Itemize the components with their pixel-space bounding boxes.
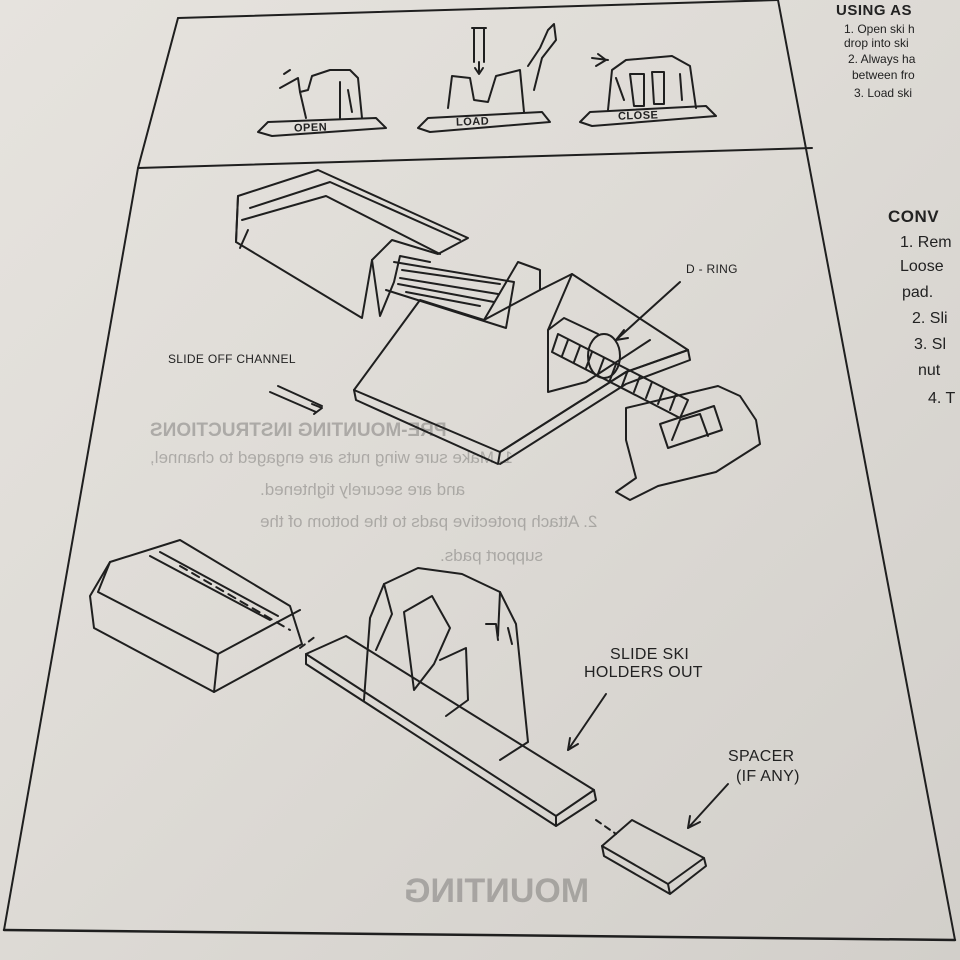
bleed-heading: PRE-MOUNTING INSTRUCTIONS <box>150 420 447 441</box>
conv-line-7: 4. T <box>928 390 956 407</box>
conv-line-6: nut <box>918 362 941 379</box>
conv-line-3: pad. <box>902 284 934 301</box>
conv-heading: CONV <box>888 207 940 226</box>
load-step-diagram <box>417 23 557 133</box>
panel-borders <box>2 0 957 942</box>
conv-line-1: 1. Rem <box>900 234 952 251</box>
using-line-3: 2. Always ha <box>848 52 916 66</box>
spacer-label-line1: SPACER <box>728 748 795 765</box>
open-step-label: OPEN <box>293 121 328 135</box>
using-line-1: 1. Open ski h <box>844 22 915 36</box>
conv-line-5: 3. Sl <box>914 336 947 353</box>
open-step-diagram <box>257 69 387 137</box>
slide-holders-label-line1: SLIDE SKI <box>610 646 690 663</box>
threaded-rod-diagram <box>551 333 761 501</box>
using-line-2: drop into ski <box>844 36 909 50</box>
spacer-piece-diagram <box>601 819 707 895</box>
close-step-diagram <box>579 53 717 127</box>
d-ring-shape <box>587 333 621 379</box>
slide-holders-label-line2: HOLDERS OUT <box>584 664 703 681</box>
slide-off-channel-label: SLIDE OFF CHANNEL <box>168 352 296 366</box>
d-ring-label: D - RING <box>686 262 738 276</box>
wedge-block-diagram <box>353 261 691 465</box>
close-step-label: CLOSE <box>617 109 659 123</box>
ski-holder-diagram <box>299 567 597 827</box>
conv-line-2: Loose <box>900 258 944 275</box>
using-heading: USING AS <box>836 2 912 19</box>
bleed-line-1: 1. Make sure wing nuts are engaged to ch… <box>150 448 513 467</box>
using-line-4: between fro <box>852 68 915 82</box>
bleed-line-3: 2. Attach protective pads to the bottom … <box>260 512 598 531</box>
conv-line-4: 2. Sli <box>912 310 948 327</box>
channel-rail-diagram <box>235 169 515 329</box>
using-line-5: 3. Load ski <box>854 86 913 100</box>
bleed-line-2: and are securely tightened. <box>260 480 466 499</box>
spacer-block-diagram <box>89 539 303 693</box>
spacer-label-line2: (IF ANY) <box>736 768 800 785</box>
bleed-line-4: support pads. <box>440 546 544 565</box>
load-step-label: LOAD <box>455 115 490 129</box>
bleed-mounting: MOUNTING <box>404 872 590 910</box>
